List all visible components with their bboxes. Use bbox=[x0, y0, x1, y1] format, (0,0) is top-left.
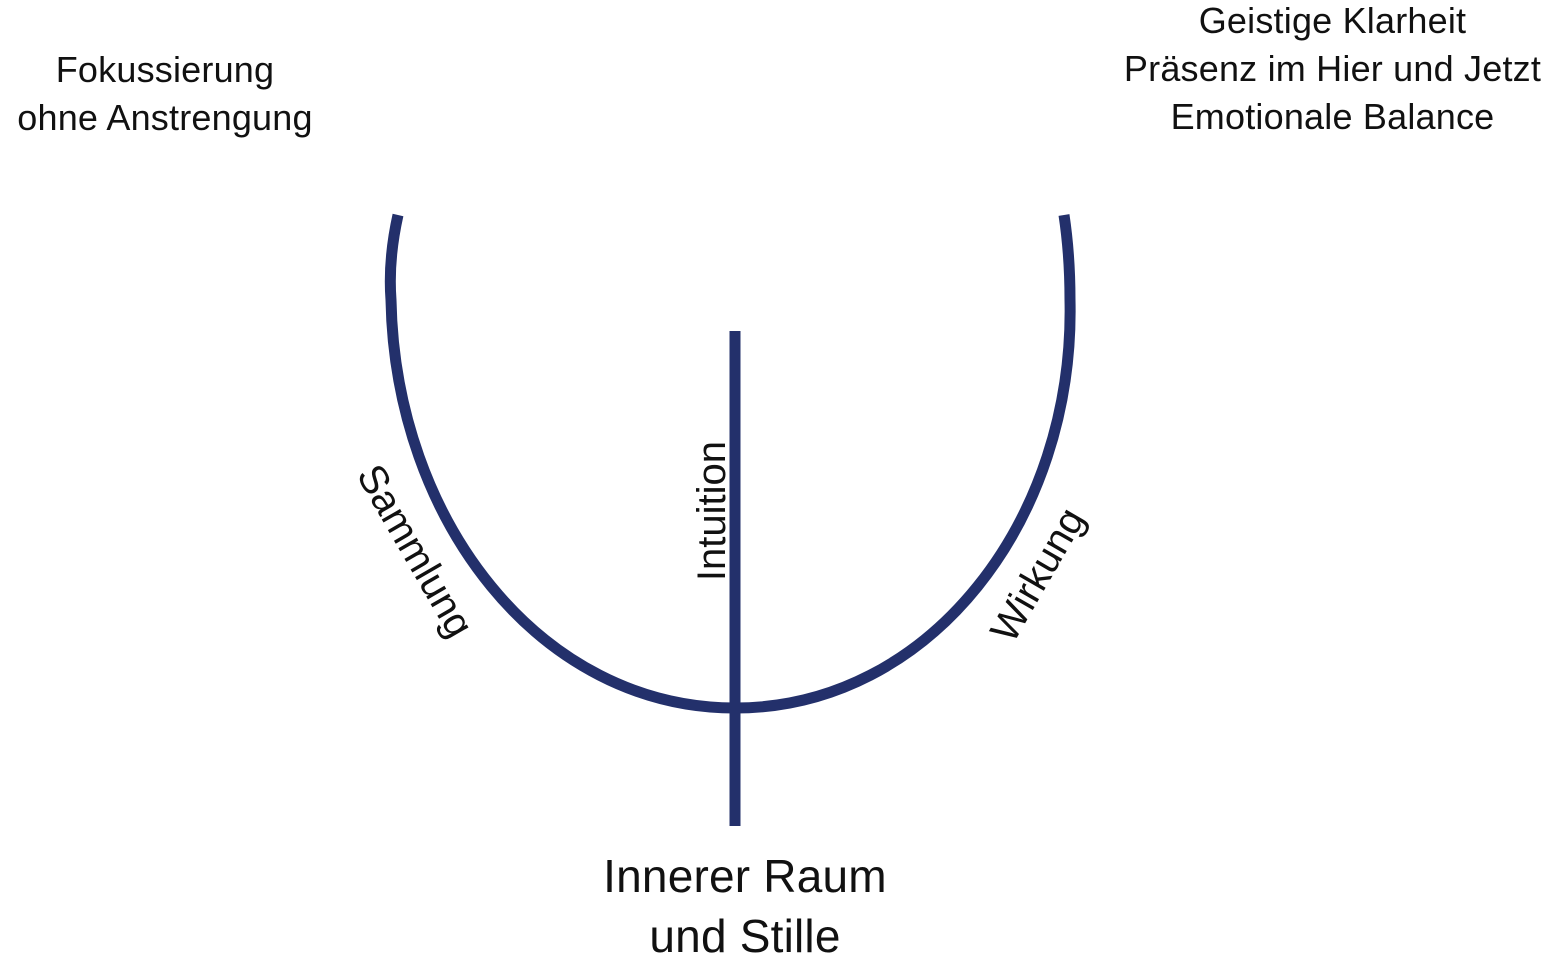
top-right-label: Geistige Klarheit Präsenz im Hier und Je… bbox=[1108, 0, 1557, 141]
top-right-line-3: Emotionale Balance bbox=[1170, 96, 1495, 137]
top-left-label: Fokussierung ohne Anstrengung bbox=[0, 46, 330, 142]
center-line-label: Intuition bbox=[690, 440, 734, 582]
top-left-line-2: ohne Anstrengung bbox=[17, 97, 313, 138]
bottom-line-1: Innerer Raum bbox=[603, 850, 887, 902]
bottom-line-2: und Stille bbox=[649, 910, 841, 962]
bottom-label: Innerer Raum und Stille bbox=[560, 846, 930, 966]
top-right-line-1: Geistige Klarheit bbox=[1198, 0, 1467, 41]
top-right-line-2: Präsenz im Hier und Jetzt bbox=[1123, 48, 1542, 89]
top-left-line-1: Fokussierung bbox=[55, 49, 275, 90]
